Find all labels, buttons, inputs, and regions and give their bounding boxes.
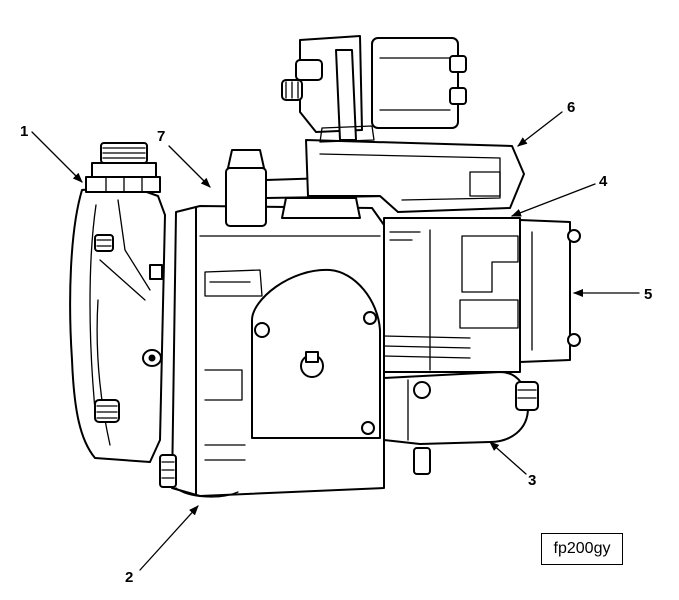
callout-6: 6	[517, 99, 575, 147]
callout-3: 3	[489, 441, 536, 489]
callout-label-3: 3	[528, 472, 536, 489]
leader-line-2	[139, 505, 199, 571]
callout-label-2: 2	[125, 569, 133, 586]
callout-4: 4	[511, 173, 608, 217]
callout-1: 1	[20, 123, 83, 183]
callout-label-4: 4	[599, 173, 608, 190]
callout-label-6: 6	[567, 99, 575, 116]
callout-label-1: 1	[20, 123, 28, 140]
gear-pump-section	[383, 217, 581, 373]
leader-line-1	[31, 131, 83, 183]
leader-line-7	[168, 145, 211, 188]
throttle-assembly	[225, 35, 525, 227]
inlet-fitting	[85, 142, 161, 193]
adapter-flange	[69, 185, 166, 463]
callout-5: 5	[573, 286, 652, 303]
figure-id-label: fp200gy	[541, 533, 623, 565]
callout-label-5: 5	[644, 286, 652, 303]
callout-label-7: 7	[157, 128, 165, 145]
solenoid-valve	[383, 371, 539, 475]
leader-line-4	[511, 183, 596, 217]
leader-line-6	[517, 111, 563, 147]
callout-2: 2	[125, 505, 199, 586]
leader-line-3	[489, 441, 527, 475]
callout-7: 7	[157, 128, 211, 188]
pump-main-body	[159, 205, 385, 498]
